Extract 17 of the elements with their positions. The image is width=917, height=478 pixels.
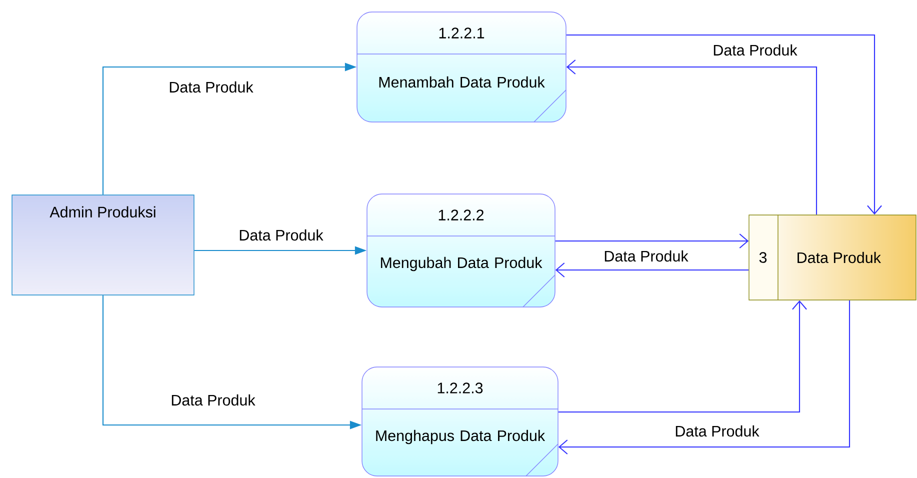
- arrow: [558, 300, 850, 454]
- edge-label: Data Produk: [712, 43, 798, 57]
- data-store: 3 Data Produk: [748, 214, 916, 300]
- arrow: [555, 234, 749, 248]
- process-box: 1.2.2.1 Menambah Data Produk: [356, 12, 566, 122]
- edge-label: Data Produk: [238, 228, 324, 242]
- edge-label: Data Produk: [168, 80, 254, 94]
- edge-label: Data Produk: [674, 424, 760, 438]
- arrow: [555, 262, 749, 278]
- process-box: 1.2.2.2 Mengubah Data Produk: [366, 194, 556, 308]
- process-box: 1.2.2.3 Menghapus Data Produk: [362, 366, 558, 476]
- arrow: [566, 34, 882, 215]
- arrow: [566, 60, 818, 215]
- edge-label: Data Produk: [602, 249, 690, 263]
- arrow: [558, 300, 807, 413]
- edge-label: Data Produk: [170, 393, 256, 407]
- entity-box: Admin Produksi: [12, 194, 194, 296]
